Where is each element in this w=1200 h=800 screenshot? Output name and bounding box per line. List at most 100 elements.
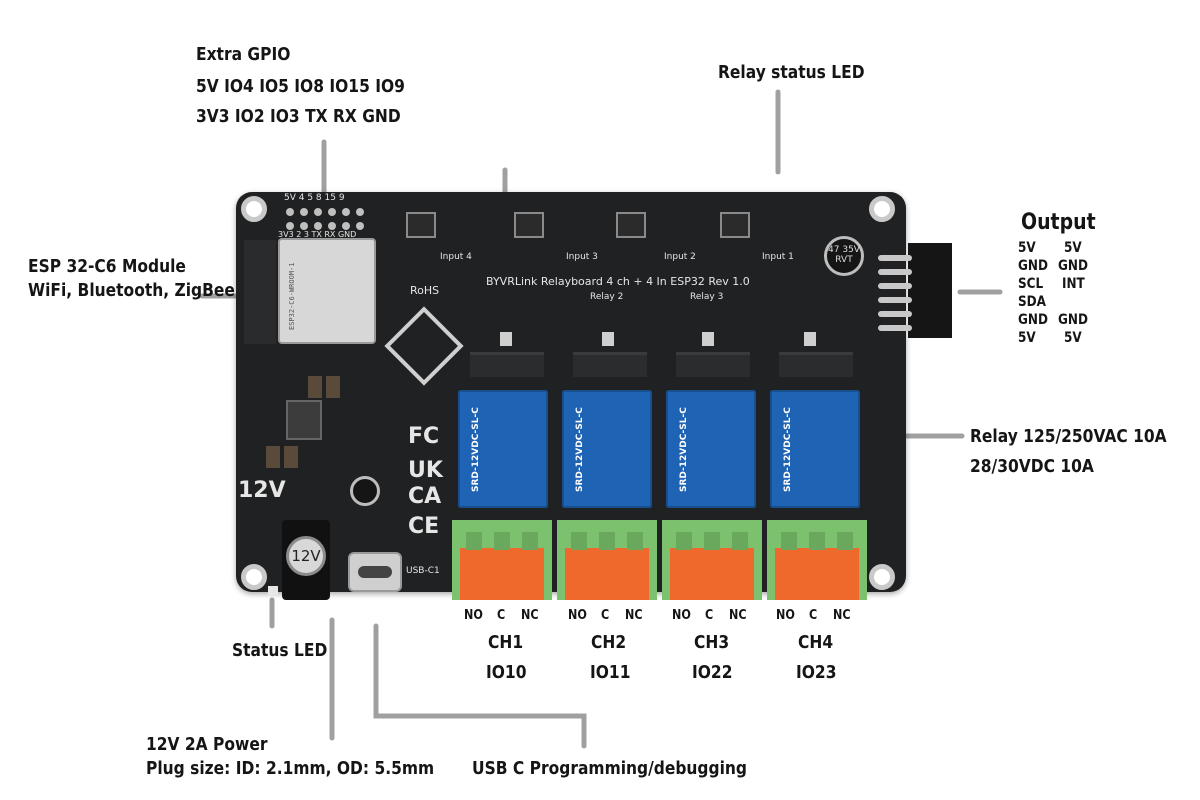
input-silk-2: Input 2 — [664, 252, 696, 262]
inductor — [286, 400, 322, 440]
relay-3-part: SRD-12VDC-SL-C — [679, 407, 689, 492]
flyback-diode — [470, 352, 544, 377]
channel-name: CH1 — [488, 632, 524, 653]
input-switch-1 — [720, 212, 750, 238]
output-pin-left: SDA — [1018, 294, 1046, 310]
ukca-mark-ca: CA — [408, 484, 442, 509]
mount-hole — [869, 196, 895, 222]
terminal-block-4[interactable] — [767, 520, 867, 600]
relay-2-silk: Relay 2 — [590, 292, 624, 302]
relay-spec-line2: 28/30VDC 10A — [970, 456, 1094, 477]
usb-label: USB C Programming/debugging — [472, 758, 748, 779]
contact-nc: NC — [521, 608, 539, 623]
status-led-label: Status LED — [232, 640, 328, 661]
contact-c: C — [705, 608, 714, 623]
ce-mark: CE — [408, 514, 440, 539]
output-pin-left: 5V — [1018, 240, 1036, 256]
extra-gpio-row1: 5V IO4 IO5 IO8 IO15 IO9 — [196, 76, 405, 97]
input-silk-3: Input 3 — [566, 252, 598, 262]
mount-hole — [869, 564, 895, 590]
channel-name: CH4 — [798, 632, 834, 653]
power-line2: Plug size: ID: 2.1mm, OD: 5.5mm — [146, 758, 435, 779]
status-led — [268, 586, 278, 596]
board-title: BYVRLink Relayboard 4 ch + 4 In ESP32 Re… — [486, 275, 750, 288]
mount-hole — [241, 564, 267, 590]
output-pin-left: 5V — [1018, 330, 1036, 346]
contact-nc: NC — [625, 608, 643, 623]
contact-c: C — [809, 608, 818, 623]
capacitor: 47 35V RVT — [824, 236, 864, 276]
output-pin-left: GND — [1018, 258, 1048, 274]
contact-no: NO — [464, 608, 483, 623]
usb-callout-line — [373, 623, 587, 749]
channel-io: IO10 — [486, 662, 527, 683]
output-header — [878, 243, 952, 338]
flyback-diode — [573, 352, 647, 377]
esp-module-line2: WiFi, Bluetooth, ZigBee — [28, 280, 235, 301]
voltage-silk: 12V — [238, 478, 286, 503]
smd-component — [266, 446, 280, 468]
relay-2: SRD-12VDC-SL-C — [562, 390, 652, 508]
input-switch-4 — [406, 212, 436, 238]
extra-gpio-title: Extra GPIO — [196, 44, 291, 65]
antenna-area — [244, 240, 276, 344]
power-line1: 12V 2A Power — [146, 734, 268, 755]
capacitor-small — [350, 476, 380, 506]
output-pin-right: INT — [1062, 276, 1085, 292]
mount-hole — [241, 196, 267, 222]
output-pin-left: SCL — [1018, 276, 1044, 292]
terminal-block-1[interactable] — [452, 520, 552, 600]
channel-io: IO23 — [796, 662, 837, 683]
output-pin-right: 5V — [1064, 330, 1082, 346]
output-title: Output — [1021, 210, 1096, 235]
esp-module-line1: ESP 32-C6 Module — [28, 256, 186, 277]
contact-no: NO — [672, 608, 691, 623]
smd-component — [284, 446, 298, 468]
relay-4-part: SRD-12VDC-SL-C — [783, 407, 793, 492]
smd-component — [308, 376, 322, 398]
terminal-block-2[interactable] — [557, 520, 657, 600]
flyback-diode — [779, 352, 853, 377]
relay-3: SRD-12VDC-SL-C — [666, 390, 756, 508]
input-silk-4: Input 4 — [440, 252, 472, 262]
fcc-mark: FC — [408, 424, 440, 449]
channel-name: CH2 — [591, 632, 627, 653]
power-jack-label: 12V — [286, 536, 326, 576]
smd-component — [326, 376, 340, 398]
relay-1-part: SRD-12VDC-SL-C — [471, 407, 481, 492]
contact-no: NO — [568, 608, 587, 623]
input-switch-2 — [616, 212, 646, 238]
gpio-silk-bottom: 3V3 2 3 TX RX GND — [278, 230, 357, 239]
gpio-silk-top: 5V 4 5 8 15 9 — [284, 193, 345, 203]
rohs-mark: RoHS — [410, 284, 440, 297]
output-pin-right: GND — [1058, 258, 1088, 274]
relay-2-part: SRD-12VDC-SL-C — [575, 407, 585, 492]
output-pin-right: 5V — [1064, 240, 1082, 256]
channel-io: IO11 — [590, 662, 631, 683]
channel-io: IO22 — [692, 662, 733, 683]
relay-status-led-label: Relay status LED — [718, 62, 865, 83]
output-pin-left: GND — [1018, 312, 1048, 328]
contact-nc: NC — [833, 608, 851, 623]
extra-gpio-row2: 3V3 IO2 IO3 TX RX GND — [196, 106, 401, 127]
channel-name: CH3 — [694, 632, 730, 653]
output-pin-right: GND — [1058, 312, 1088, 328]
flyback-diode — [676, 352, 750, 377]
ukca-mark-uk: UK — [408, 458, 443, 483]
input-switch-3 — [514, 212, 544, 238]
capacitor-label: 47 35V RVT — [828, 245, 860, 265]
terminal-block-3[interactable] — [662, 520, 762, 600]
contact-no: NO — [776, 608, 795, 623]
relay-3-silk: Relay 3 — [690, 292, 724, 302]
esp32-module: ESP32-C6-WROOM-1 — [278, 238, 376, 344]
contact-c: C — [497, 608, 506, 623]
module-text: ESP32-C6-WROOM-1 — [288, 262, 296, 330]
contact-c: C — [601, 608, 610, 623]
relay-1: SRD-12VDC-SL-C — [458, 390, 548, 508]
relay-spec-line1: Relay 125/250VAC 10A — [970, 426, 1167, 447]
usb-c-port[interactable] — [348, 552, 402, 592]
usb-silk: USB-C1 — [406, 566, 440, 576]
contact-nc: NC — [729, 608, 747, 623]
input-silk-1: Input 1 — [762, 252, 794, 262]
relay-4: SRD-12VDC-SL-C — [770, 390, 860, 508]
